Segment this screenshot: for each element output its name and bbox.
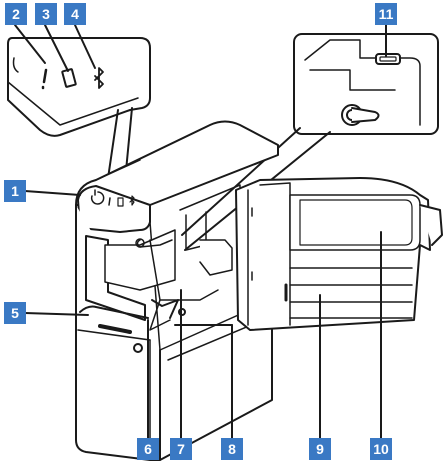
callout-3: 3	[35, 3, 57, 25]
callout-11: 11	[375, 3, 397, 25]
opened-side-cover	[235, 177, 443, 331]
callout-1: 1	[4, 180, 26, 202]
inset-bluetooth-icon	[94, 67, 104, 89]
callout-6: 6	[137, 438, 159, 460]
callout-4: 4	[64, 3, 86, 25]
callout-7: 7	[170, 438, 192, 460]
callout-9: 9	[309, 438, 331, 460]
control-panel-inset	[7, 37, 151, 137]
callout-2: 2	[5, 3, 27, 25]
callout-5: 5	[4, 302, 26, 324]
callout-8: 8	[221, 438, 243, 460]
inset-error-icon	[41, 68, 48, 90]
callout-leader-lines	[14, 24, 387, 439]
power-button-icon	[90, 191, 105, 205]
callout-10: 10	[370, 438, 392, 460]
inset-power-arc-icon	[12, 57, 19, 73]
port-inset	[293, 33, 439, 135]
